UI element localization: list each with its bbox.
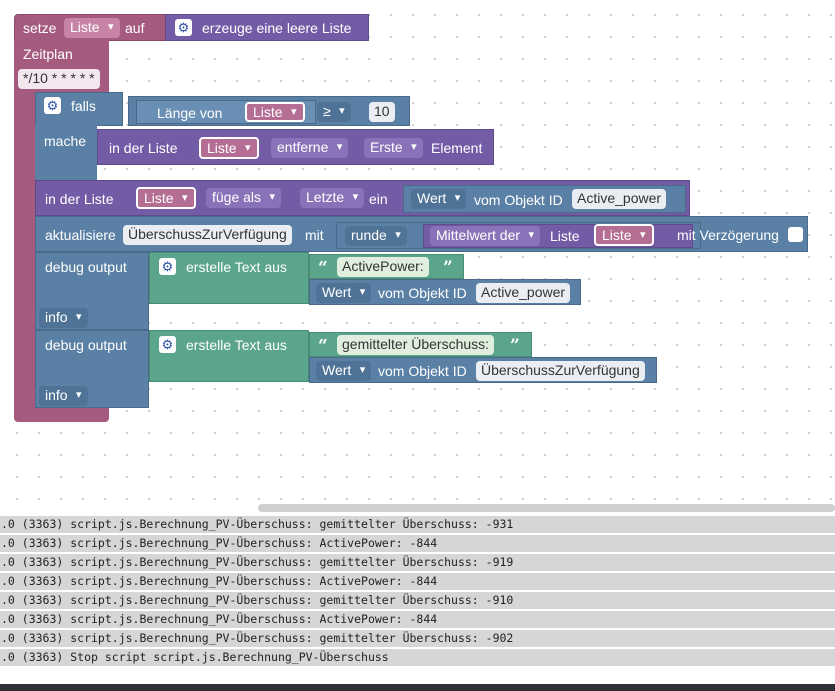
set-label: setze: [23, 20, 57, 36]
in-list-label: in der Liste: [109, 140, 178, 156]
update-label: aktualisiere: [45, 227, 116, 243]
get-state-block[interactable]: Wert vom Objekt ID ÜberschussZurVerfügun…: [309, 357, 657, 383]
log-line: .0 (3363) script.js.Berechnung_PV-Übersc…: [0, 573, 835, 590]
property-dropdown[interactable]: Wert: [411, 189, 467, 209]
create-text-block[interactable]: ⚙ erstelle Text aus: [149, 252, 309, 304]
log-line: .0 (3363) script.js.Berechnung_PV-Übersc…: [0, 592, 835, 609]
open-quote-icon: “: [318, 336, 328, 356]
create-empty-list-block[interactable]: ⚙ erzeuge eine leere Liste: [165, 14, 369, 41]
to-label: auf: [125, 20, 145, 36]
list-variable-dropdown[interactable]: Liste: [245, 102, 305, 122]
list-variable-dropdown[interactable]: Liste: [136, 187, 196, 209]
with-label: mit: [305, 227, 324, 243]
object-id-field[interactable]: Active_power: [476, 283, 571, 303]
position-dropdown[interactable]: Erste: [364, 138, 423, 158]
insert-label: ein: [369, 191, 388, 207]
log-line: .0 (3363) script.js.Berechnung_PV-Übersc…: [0, 554, 835, 571]
object-id-label: vom Objekt ID: [378, 363, 467, 379]
insert-mode-dropdown[interactable]: füge als: [206, 188, 282, 208]
cron-field[interactable]: */10 * * * * *: [18, 69, 100, 89]
round-dropdown[interactable]: runde: [345, 226, 407, 246]
update-block[interactable]: aktualisiere ÜberschussZurVerfügung mit …: [35, 216, 808, 252]
round-block[interactable]: runde Mittelwert der Liste Liste: [336, 222, 701, 249]
delay-label: mit Verzögerung: [677, 227, 779, 243]
number-field[interactable]: 10: [369, 102, 395, 122]
horizontal-scrollbar[interactable]: [258, 504, 835, 512]
do-label: mache: [44, 133, 87, 149]
list-insert-block[interactable]: in der Liste Liste füge als Letzte ein W…: [35, 180, 690, 216]
text-field[interactable]: ActivePower:: [337, 257, 429, 277]
length-of-label: Länge von: [157, 105, 223, 121]
list-variable-dropdown[interactable]: Liste: [594, 224, 654, 246]
log-line: .0 (3363) script.js.Berechnung_PV-Übersc…: [0, 611, 835, 628]
log-panel: .0 (3363) script.js.Berechnung_PV-Übersc…: [0, 516, 835, 684]
log-line: .0 (3363) script.js.Berechnung_PV-Übersc…: [0, 535, 835, 552]
gear-icon[interactable]: ⚙: [44, 97, 61, 114]
remove-mode-dropdown[interactable]: entferne: [271, 138, 349, 158]
update-target-field[interactable]: ÜberschussZurVerfügung: [123, 225, 292, 245]
object-id-label: vom Objekt ID: [474, 192, 563, 208]
open-quote-icon: “: [318, 258, 328, 278]
if-spine: mache: [35, 125, 97, 180]
if-block[interactable]: ⚙ falls: [35, 92, 123, 126]
object-id-label: vom Objekt ID: [378, 285, 467, 301]
if-label: falls: [71, 98, 96, 114]
math-on-list-block[interactable]: Mittelwert der Liste Liste: [423, 224, 693, 248]
create-text-label: erstelle Text aus: [186, 259, 287, 275]
list-label: Liste: [550, 228, 580, 244]
gear-icon[interactable]: ⚙: [175, 19, 192, 36]
log-line: .0 (3363) script.js.Berechnung_PV-Übersc…: [0, 516, 835, 533]
log-level-dropdown[interactable]: info: [39, 308, 88, 328]
create-text-block[interactable]: ⚙ erstelle Text aus: [149, 330, 309, 382]
text-block[interactable]: “ gemittelter Überschuss: ”: [309, 332, 532, 357]
in-list-label: in der Liste: [45, 191, 114, 207]
delay-checkbox[interactable]: [788, 227, 803, 242]
math-function-dropdown[interactable]: Mittelwert der: [430, 226, 541, 246]
blockly-workspace[interactable]: setze Liste auf ⚙ erzeuge eine leere Lis…: [0, 0, 835, 512]
property-dropdown[interactable]: Wert: [316, 361, 372, 381]
schedule-footer: [14, 408, 109, 422]
log-line: .0 (3363) Stop script script.js.Berechnu…: [0, 649, 835, 666]
get-state-block[interactable]: Wert vom Objekt ID Active_power: [403, 185, 686, 213]
close-quote-icon: ”: [510, 336, 520, 356]
debug-output-block[interactable]: debug output info: [35, 252, 149, 330]
property-dropdown[interactable]: Wert: [316, 283, 372, 303]
schedule-block[interactable]: Zeitplan */10 * * * * *: [14, 40, 109, 92]
operator-dropdown[interactable]: ≥: [317, 102, 351, 122]
bottom-bar: [0, 684, 835, 691]
log-level-dropdown[interactable]: info: [39, 386, 88, 406]
create-empty-list-label: erzeuge eine leere Liste: [202, 20, 352, 36]
gear-icon[interactable]: ⚙: [159, 336, 176, 353]
create-text-label: erstelle Text aus: [186, 337, 287, 353]
debug-output-label: debug output: [45, 259, 127, 275]
set-variable-block[interactable]: setze Liste auf: [14, 14, 172, 41]
text-block[interactable]: “ ActivePower: ”: [309, 254, 464, 279]
list-variable-dropdown[interactable]: Liste: [199, 137, 259, 159]
schedule-spine: [14, 90, 35, 410]
position-dropdown[interactable]: Letzte: [300, 188, 365, 208]
debug-output-block[interactable]: debug output info: [35, 330, 149, 408]
text-field[interactable]: gemittelter Überschuss:: [337, 335, 495, 355]
close-quote-icon: ”: [443, 258, 453, 278]
object-id-field[interactable]: ÜberschussZurVerfügung: [476, 361, 645, 381]
gear-icon[interactable]: ⚙: [159, 258, 176, 275]
object-id-field[interactable]: Active_power: [572, 189, 667, 209]
list-remove-block[interactable]: in der Liste Liste entferne Erste Elemen…: [97, 129, 494, 165]
get-state-block[interactable]: Wert vom Objekt ID Active_power: [309, 279, 581, 305]
debug-output-label: debug output: [45, 337, 127, 353]
length-of-block[interactable]: Länge von Liste: [136, 100, 316, 124]
log-line: .0 (3363) script.js.Berechnung_PV-Übersc…: [0, 630, 835, 647]
compare-block[interactable]: Länge von Liste ≥ 10: [128, 96, 410, 126]
variable-dropdown[interactable]: Liste: [64, 18, 120, 38]
element-label: Element: [431, 140, 483, 156]
schedule-label: Zeitplan: [23, 46, 73, 62]
